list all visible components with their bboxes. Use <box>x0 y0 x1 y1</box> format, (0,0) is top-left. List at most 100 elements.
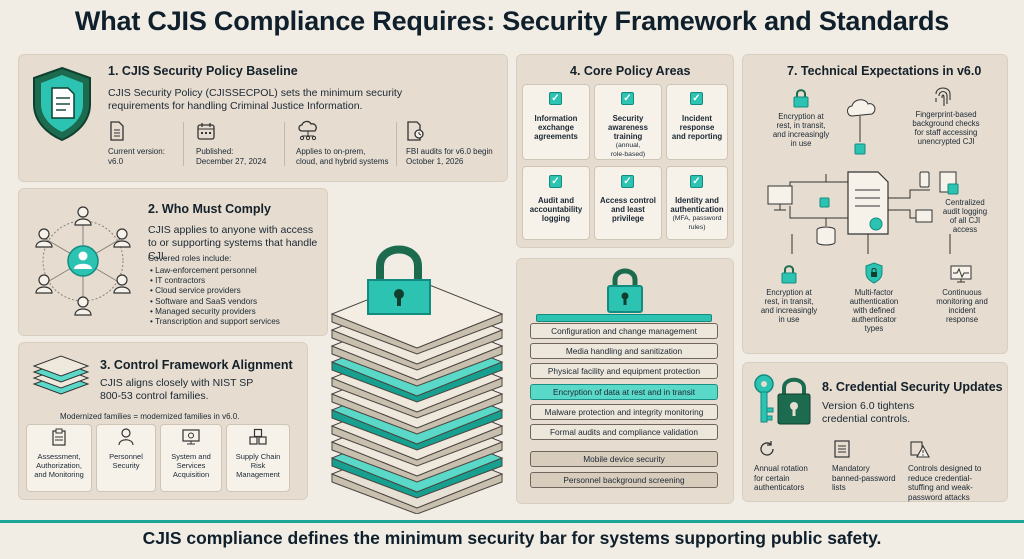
section3-note: Modernized families = modernized familie… <box>60 412 240 421</box>
family-label-line: System and <box>171 452 211 461</box>
section3-title: 3. Control Framework Alignment <box>100 358 293 372</box>
family-label-line: Acquisition <box>172 470 210 479</box>
section2-text: CJIS applies to anyone with access to or… <box>148 224 318 262</box>
layers-icon <box>32 355 90 395</box>
section4-title: 4. Core Policy Areas <box>570 64 691 78</box>
family-card-assessment <box>26 424 92 492</box>
family-label-line: Personnel <box>109 452 143 461</box>
lock-icon <box>607 268 643 313</box>
fact-audits-label: FBI audits for v6.0 begin <box>406 147 493 156</box>
section3-text: CJIS aligns closely with NIST SP 800-53 … <box>100 377 254 402</box>
stack-layer: Mobile device security <box>530 451 718 467</box>
fact-audits-value: October 1, 2026 <box>406 157 464 166</box>
roles-list: Law-enforcement personnel IT contractors… <box>150 266 280 327</box>
fact-current-version-value: v6.0 <box>108 157 124 166</box>
footer-text: CJIS compliance defines the minimum secu… <box>142 528 882 548</box>
family-label-line: Management <box>236 470 280 479</box>
section8-title: 8. Credential Security Updates <box>822 380 1003 394</box>
list-item: Transcription and support services <box>150 317 280 327</box>
stack-base <box>536 314 712 322</box>
family-card-acquisition <box>160 424 222 492</box>
check-icon: ✓ <box>621 92 634 105</box>
fact-current-version-label: Current version: <box>108 147 165 156</box>
family-card-supply-chain <box>226 424 290 492</box>
stack-layer: Physical facility and equipment protecti… <box>530 363 718 379</box>
boxes-icon <box>249 428 267 445</box>
monitor-pulse-icon <box>950 265 972 283</box>
cloud-icon <box>298 120 317 141</box>
key-lock-icon <box>754 374 811 425</box>
check-icon: ✓ <box>621 175 634 188</box>
family-label-line: Services <box>176 461 206 470</box>
list-item: Software and SaaS vendors <box>150 297 280 307</box>
family-label-line: Assessment, <box>37 452 81 461</box>
family-label-line: Supply Chain <box>235 452 281 461</box>
security-layers-stack-graphic <box>330 245 504 514</box>
page-title: What CJIS Compliance Requires: Security … <box>74 6 950 36</box>
check-icon: ✓ <box>690 92 703 105</box>
section1-text: CJIS Security Policy (CJISSECPOL) sets t… <box>108 87 403 112</box>
stack-layer: Malware protection and integrity monitor… <box>530 404 718 420</box>
monitor-gear-icon <box>182 429 200 445</box>
person-icon <box>118 428 134 446</box>
family-card-personnel <box>96 424 156 492</box>
calendar-icon <box>197 123 215 140</box>
check-icon: ✓ <box>549 92 562 105</box>
list-item: Managed security providers <box>150 307 280 317</box>
section2-title: 2. Who Must Comply <box>148 202 271 216</box>
rotate-icon <box>760 441 774 456</box>
check-icon: ✓ <box>690 175 703 188</box>
footer-bar <box>0 519 1024 559</box>
shield-document-icon <box>33 66 91 142</box>
list-item: Law-enforcement personnel <box>150 266 280 276</box>
people-network-icon <box>35 206 131 316</box>
family-label-line: Risk <box>250 461 266 470</box>
list-item: Cloud service providers <box>150 286 280 296</box>
fact-published-value: December 27, 2024 <box>196 157 267 166</box>
family-label-line: Security <box>112 461 140 470</box>
roles-heading: Covered roles include: <box>148 253 232 263</box>
fact-applies-label: Applies to on-prem, <box>296 147 366 156</box>
warning-icon <box>910 441 930 458</box>
section8-text: Version 6.0 tightens credential controls… <box>822 400 915 425</box>
section1-title: 1. CJIS Security Policy Baseline <box>108 64 298 78</box>
fingerprint-icon <box>935 87 951 106</box>
clipboard-icon <box>52 428 66 446</box>
fact-published-label: Published: <box>196 147 234 156</box>
family-label-line: Authorization, <box>36 461 82 470</box>
check-icon: ✓ <box>549 175 562 188</box>
stack-layer: Formal audits and compliance validation <box>530 424 718 440</box>
stack-layer: Encryption of data at rest and in transi… <box>530 384 718 400</box>
footer-divider <box>0 520 1024 523</box>
family-label-line: and Monitoring <box>34 470 84 479</box>
document-icon <box>110 121 124 141</box>
list-item: IT contractors <box>150 276 280 286</box>
audit-document-icon <box>407 121 424 141</box>
policy-area-card <box>666 166 728 240</box>
lock-icon <box>793 89 809 108</box>
network-architecture-icon <box>767 99 959 254</box>
stack-layer: Personnel background screening <box>530 472 718 488</box>
lock-icon <box>781 265 797 284</box>
stack-layer: Configuration and change management <box>530 323 718 339</box>
fact-applies-value: cloud, and hybrid systems <box>296 157 389 166</box>
policy-area-card <box>594 166 662 240</box>
stack-layer: Media handling and sanitization <box>530 343 718 359</box>
section7-title: 7. Technical Expectations in v6.0 <box>787 64 982 78</box>
shield-lock-icon <box>865 262 883 284</box>
